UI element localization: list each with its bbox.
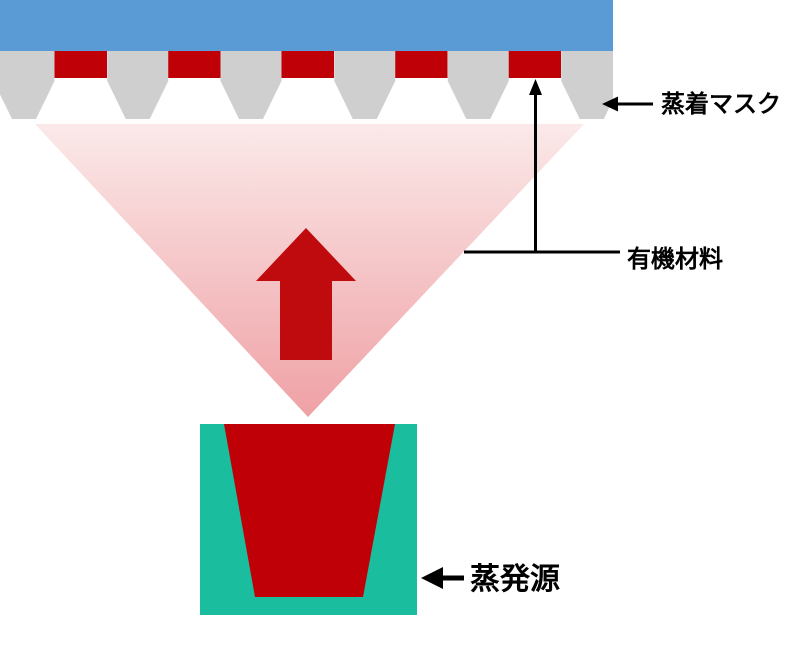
up-arrowhead-icon: [529, 79, 542, 95]
crucible-material: [224, 424, 395, 597]
substrate-bar: [0, 0, 613, 51]
mask-assembly: [0, 51, 613, 119]
deposited-material-segment: [395, 51, 448, 78]
deposited-material-segment: [54, 51, 107, 78]
organic-material-label: 有機材料: [627, 245, 723, 273]
mask-piece: [107, 51, 169, 119]
vapor-flow-up-arrow-icon: [256, 228, 356, 360]
deposited-material-segment: [168, 51, 221, 78]
deposited-material-segment: [281, 51, 334, 78]
organic-material-callout: 有機材料: [464, 79, 723, 273]
mask-label: 蒸着マスク: [661, 90, 781, 118]
mask-callout: 蒸着マスク: [602, 90, 781, 118]
mask-piece: [0, 51, 55, 119]
mask-piece: [220, 51, 282, 119]
mask-piece: [561, 51, 613, 119]
mask-piece: [447, 51, 509, 119]
left-arrowhead-icon: [421, 567, 443, 589]
evaporation-source-callout: 蒸発源: [421, 562, 560, 597]
mask-piece: [334, 51, 396, 119]
deposited-material-segment: [508, 51, 561, 78]
evaporation-source-label: 蒸発源: [470, 562, 560, 597]
left-arrowhead-icon: [602, 96, 618, 112]
